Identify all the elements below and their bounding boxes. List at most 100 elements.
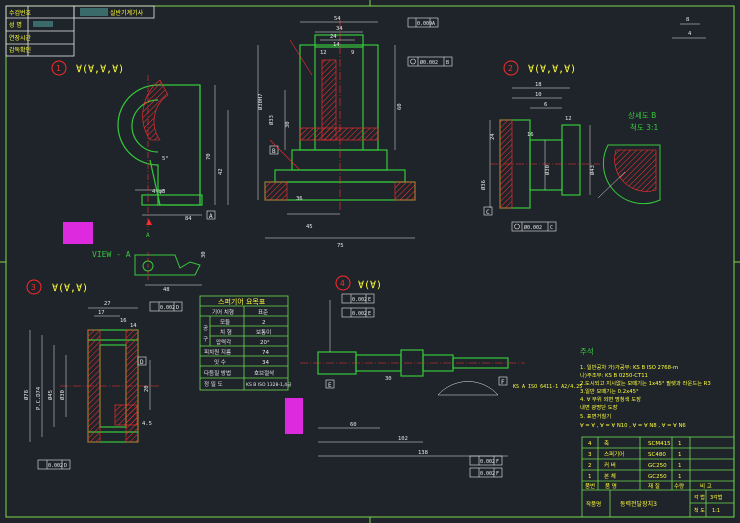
pl-qty-0: 1 <box>678 441 682 447</box>
gt-group-1: 공 <box>203 325 208 332</box>
pl-qty-3: 1 <box>678 474 682 480</box>
view1-section-hatch <box>142 79 169 141</box>
header-label-1: 성 명 <box>9 21 22 29</box>
gt-value-4: 74 <box>262 350 269 356</box>
dim-45: 45 <box>306 224 313 230</box>
center-dimension-lines <box>257 21 415 239</box>
view1-label: 1 ∀(∀,∀,∀) <box>51 60 124 76</box>
parts-list-table <box>581 436 735 518</box>
svg-text:D: D <box>64 463 67 469</box>
dim-75: 75 <box>337 243 344 249</box>
dim-42: 42 <box>218 168 224 175</box>
svg-text:0.002: 0.002 <box>480 471 495 477</box>
pl-name-1: 스퍼기어 <box>604 450 624 458</box>
pl-mat-3: GC250 <box>648 474 667 480</box>
detail-b-label: 상세도 B <box>628 110 656 120</box>
svg-text:4: 4 <box>340 279 345 288</box>
pl-no-0: 4 <box>588 441 592 447</box>
magenta-note-1 <box>63 222 93 244</box>
gear-table-title: 스퍼기어 요목표 <box>218 297 266 306</box>
dim-v2-36: Ø36 <box>480 180 487 190</box>
gt-item-3: 압력각 <box>216 338 231 346</box>
svg-text:A: A <box>432 21 435 27</box>
svg-text:3: 3 <box>31 283 36 292</box>
dim-70: 70 <box>206 153 212 160</box>
svg-text:0.002: 0.002 <box>352 311 367 317</box>
detail-b-scale: 척도 3:1 <box>630 123 658 132</box>
datum-a: A <box>209 213 213 220</box>
pl-no-1: 3 <box>588 452 592 458</box>
pl-header-material: 재 질 <box>648 482 660 490</box>
angle-value: 3각법 <box>710 494 722 501</box>
svg-text:Ø0.002: Ø0.002 <box>420 59 438 66</box>
tol-frame-v2: Ø0.002 C <box>511 221 557 232</box>
dim-84: 84 <box>185 216 192 222</box>
pl-mat-2: GC250 <box>648 463 667 469</box>
note-line-6: 5. 표면거칠기 <box>580 412 611 420</box>
gt-item-2: 치 형 <box>220 328 232 336</box>
pl-name-0: 축 <box>604 439 609 447</box>
ks-center-note: KS A ISO 6411-1 A2/4.25 <box>513 384 582 390</box>
gt-value-0: 표준 <box>258 309 268 316</box>
svg-text:F: F <box>496 471 499 477</box>
roughness-symbol-2: ∀(∀,∀,∀) <box>528 64 576 75</box>
pl-header-no: 품번 <box>585 482 595 490</box>
svg-text:D: D <box>176 305 179 311</box>
title-label: 작품명 <box>586 501 601 508</box>
pl-name-3: 본 체 <box>604 472 616 480</box>
gt-item-4: 피치원 지름 <box>204 348 231 356</box>
dim-v2-10: 10 <box>535 92 542 98</box>
pl-mat-0: SCM415 <box>648 441 671 447</box>
pl-mat-1: SC480 <box>648 452 666 458</box>
dim-v2-24: 24 <box>490 133 496 140</box>
svg-text:C: C <box>550 225 553 231</box>
svg-text:B: B <box>446 60 449 66</box>
dim-v2-16: 16 <box>527 132 534 138</box>
header-value-0: 실반기계기사 <box>110 9 144 17</box>
dim-v3-27: 27 <box>104 301 111 307</box>
view2-dimension-lines <box>489 23 706 208</box>
gt-item-1: 모듈 <box>220 319 230 326</box>
gt-value-1: 2 <box>262 320 266 326</box>
pl-qty-2: 1 <box>678 463 682 469</box>
svg-text:E: E <box>368 297 371 303</box>
view1-dimensions <box>135 85 229 216</box>
notes-title: 주석 <box>580 346 594 356</box>
angle-label: 각 법 <box>694 494 705 501</box>
center-view-hatch <box>264 59 416 201</box>
dim-v3-20: 20 <box>144 385 150 392</box>
dim-shaft-60: 60 <box>350 422 357 428</box>
svg-text:F: F <box>496 459 499 465</box>
svg-text:1: 1 <box>56 64 61 73</box>
tol-frame-shaft-f1: 0.002 F <box>469 455 503 466</box>
header-label-0: 수검번호 <box>9 9 32 17</box>
tol-frame-v3-top: 0.002 D <box>149 301 183 312</box>
view4-label: 4 ∀(∀) <box>335 275 382 291</box>
gt-item-0: 기어 치형 <box>212 308 234 316</box>
dim-34: 34 <box>336 26 343 32</box>
sheet-border <box>5 5 735 518</box>
dim-4-phi8: 4-φ8 <box>152 189 165 195</box>
gt-group-2: 구 <box>203 336 208 343</box>
dim-v2-6: 6 <box>544 102 547 108</box>
pl-qty-1: 1 <box>678 452 682 458</box>
dim-phi30h7: Ø30H7 <box>257 93 264 110</box>
pl-no-3: 1 <box>588 474 592 480</box>
gt-item-7: 정 밀 도 <box>204 380 223 388</box>
tol-frame-mid: Ø0.002 B <box>407 56 453 67</box>
dim-54: 54 <box>334 16 341 22</box>
datum-d: D <box>140 359 144 366</box>
dim-60: 60 <box>397 103 403 110</box>
svg-text:Ø0.002: Ø0.002 <box>524 224 542 231</box>
dim-v3-17: 17 <box>98 310 105 316</box>
pl-name-2: 커 버 <box>604 461 616 469</box>
gear-spec-table <box>199 295 289 391</box>
dim-view-a-48: 48 <box>163 287 170 293</box>
roughness-symbol-3: ∀(∀,∀) <box>52 283 88 294</box>
dim-v3-phi78: Ø78 <box>23 390 30 400</box>
dim-v3-16: 16 <box>120 318 127 324</box>
dim-v2-4a: 4 <box>688 31 692 37</box>
dim-v2-18: 18 <box>535 82 542 88</box>
svg-text:0.002: 0.002 <box>352 297 367 303</box>
dim-shaft-102: 102 <box>398 436 408 442</box>
